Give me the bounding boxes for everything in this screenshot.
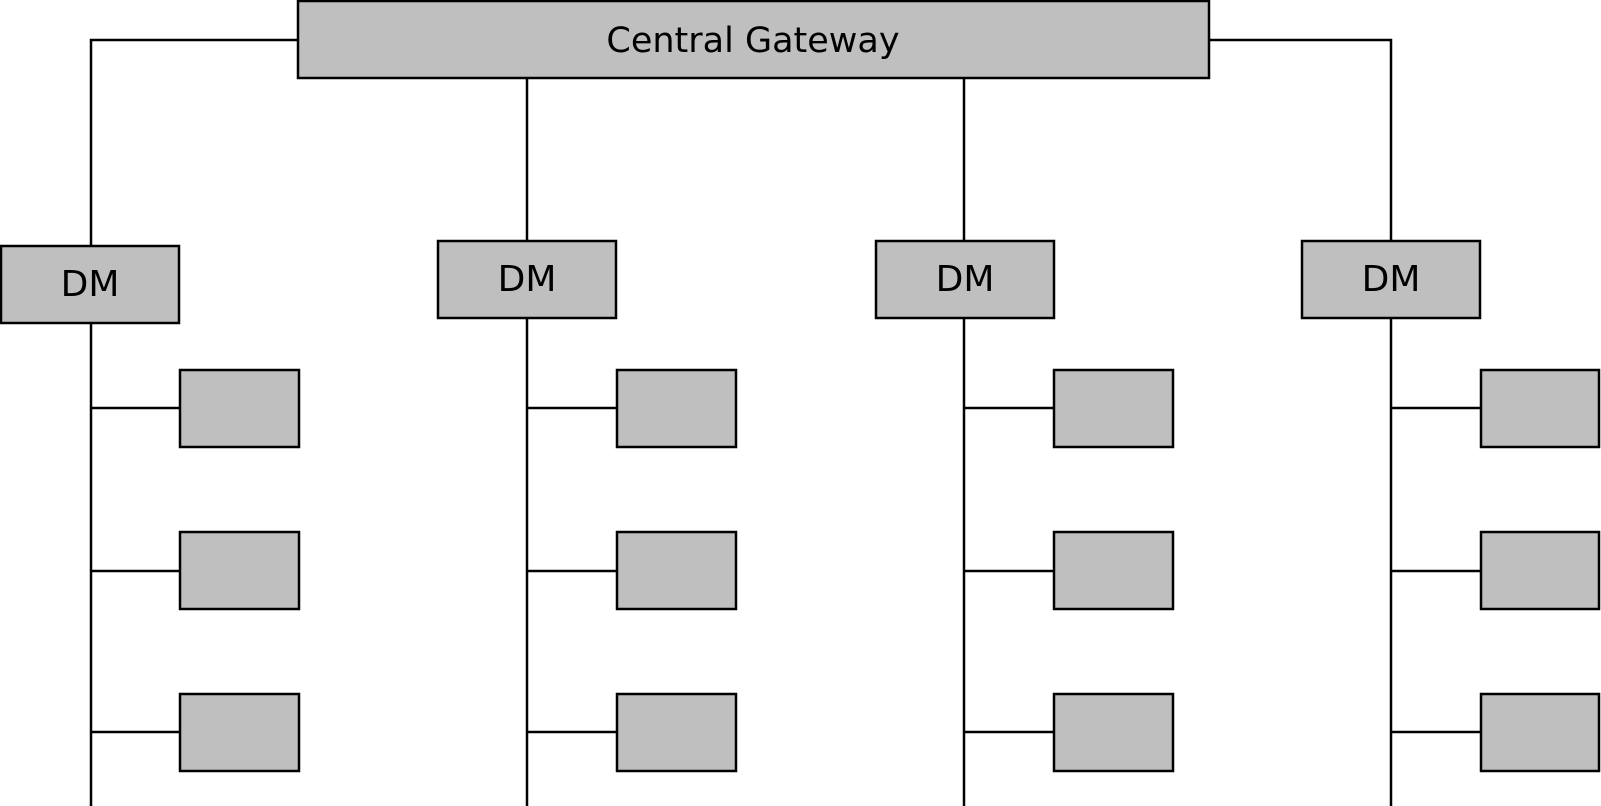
domain-master-node: DM <box>1300 239 1482 320</box>
gateway-link-4 <box>1209 38 1393 241</box>
ecu-nodes <box>178 368 1601 773</box>
ecu-box <box>178 692 301 773</box>
domain-master-node: DM <box>436 239 618 320</box>
ecu-box <box>615 368 738 449</box>
ecu-box <box>1479 368 1601 449</box>
ecu-box <box>1052 368 1175 449</box>
central-gateway-label: Central Gateway <box>606 21 899 61</box>
ecu-box <box>615 530 738 611</box>
domain-master-box <box>1300 239 1482 320</box>
ecu-box <box>1052 692 1175 773</box>
domain-master-node: DM <box>0 244 181 325</box>
domain-master-box <box>0 244 181 325</box>
domain-master-label: DM <box>1362 259 1421 300</box>
ecu-box <box>1479 692 1601 773</box>
domain-master-label: DM <box>61 264 120 305</box>
ecu-box <box>178 530 301 611</box>
central-gateway-node: Central Gateway <box>296 0 1211 80</box>
ecu-box <box>1052 530 1175 611</box>
domain-master-box <box>436 239 618 320</box>
ecu-links <box>91 406 1481 734</box>
domain-master-box <box>874 239 1056 320</box>
domain-master-node: DM <box>874 239 1056 320</box>
ecu-box <box>615 692 738 773</box>
gateway-link-1 <box>89 38 298 246</box>
gateway-links <box>89 38 1393 246</box>
ecu-box <box>1479 530 1601 611</box>
domain-master-label: DM <box>498 259 557 300</box>
ecu-box <box>178 368 301 449</box>
central-gateway-box <box>296 0 1211 80</box>
domain-buses <box>89 318 1393 806</box>
domain-master-label: DM <box>936 259 995 300</box>
